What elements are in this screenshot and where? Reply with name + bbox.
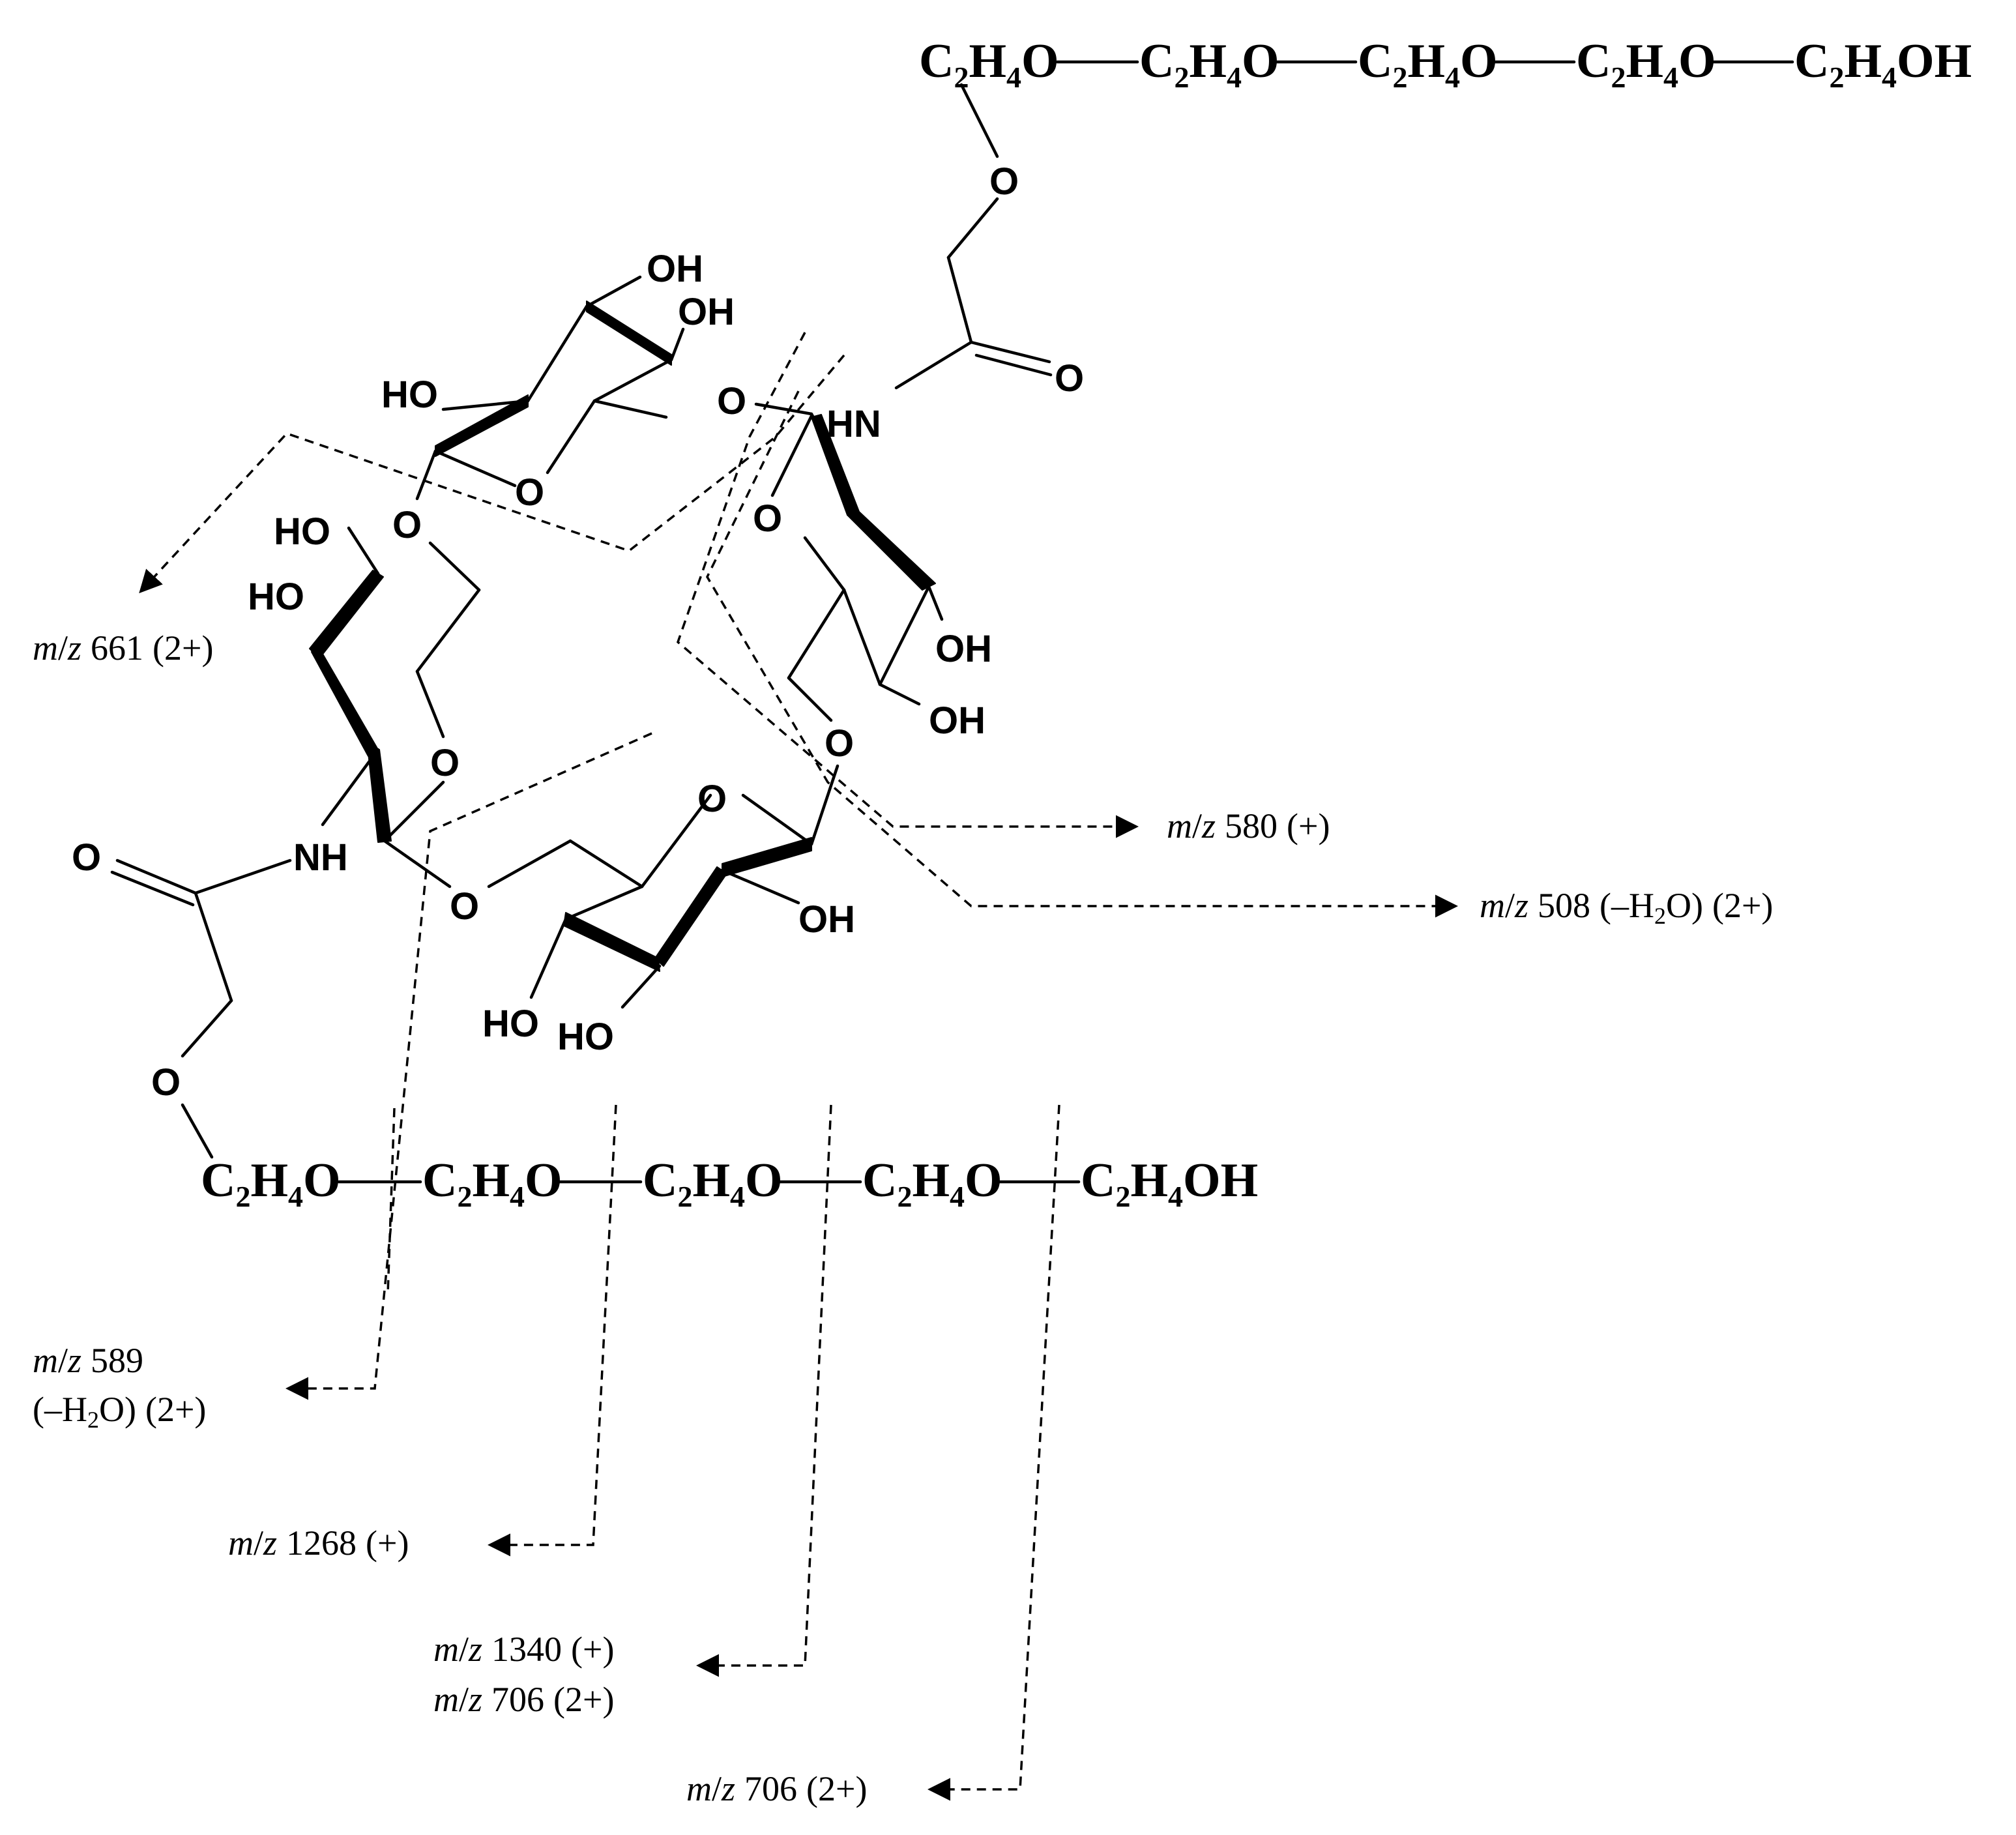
hydroxyl-label: HO bbox=[482, 1003, 539, 1045]
cleavage-paths bbox=[139, 332, 1458, 1801]
top-carbonyl-oxygen: O bbox=[1055, 357, 1084, 400]
cleavage-path-589 bbox=[285, 732, 652, 1400]
cleavage-path-1268 bbox=[488, 1104, 617, 1557]
top-linker-ether-oxygen: O bbox=[989, 160, 1019, 203]
hydroxyl-label: OH bbox=[647, 248, 703, 290]
cleavage-path-1340 bbox=[696, 1104, 832, 1677]
svg-text:(–H2O)(2+): (–H2O)(2+) bbox=[33, 1390, 206, 1433]
svg-text:C2H4O: C2H4O bbox=[919, 35, 1059, 94]
svg-text:C2H4OH: C2H4OH bbox=[1081, 1154, 1258, 1213]
glycosidic-oxygen: O bbox=[825, 722, 854, 765]
left-linker-ether-oxygen: O bbox=[151, 1061, 181, 1104]
svg-text:C2H4O: C2H4O bbox=[201, 1154, 341, 1213]
hydroxyl-label: HO bbox=[381, 374, 438, 416]
left-carbonyl-oxygen: O bbox=[72, 836, 101, 879]
hydroxyl-label: OH bbox=[935, 628, 992, 670]
amine-label: HN bbox=[826, 403, 881, 445]
ring-oxygen: O bbox=[515, 471, 544, 514]
amine-label: NH bbox=[293, 836, 348, 879]
top-peg-unit-4: C2H4O bbox=[1576, 35, 1716, 94]
cleavage-path-706 bbox=[928, 1104, 1060, 1801]
hydroxyl-label: HO bbox=[274, 510, 330, 553]
ring-oxygen: O bbox=[753, 497, 782, 540]
svg-text:C2H4O: C2H4O bbox=[862, 1154, 1002, 1213]
glucosamine-ring-top-right: HN OH OH O O bbox=[753, 403, 992, 765]
top-peg-terminal: C2H4OH bbox=[1794, 35, 1972, 94]
glucosamine-ring-left: HO HO O NH O O O bbox=[72, 510, 481, 1159]
top-peg-unit-3: C2H4O bbox=[1358, 35, 1498, 94]
bottom-peg-chain: C2H4O C2H4O C2H4O C2H4O C2H4OH bbox=[201, 1154, 1258, 1213]
glycosidic-oxygen: O bbox=[450, 885, 479, 928]
hydroxyl-label: OH bbox=[678, 291, 735, 333]
glucose-ring-bottom: O OH HO HO bbox=[482, 764, 855, 1058]
svg-text:C2H4O: C2H4O bbox=[1139, 35, 1279, 94]
bottom-peg-terminal: C2H4OH bbox=[1081, 1154, 1258, 1213]
bottom-peg-unit-3: C2H4O bbox=[643, 1154, 783, 1213]
bottom-peg-unit-1: C2H4O bbox=[201, 1154, 341, 1213]
cleavage-path-508 bbox=[706, 390, 1458, 918]
glucose-ring-top-left: OH OH HO O O O bbox=[381, 248, 813, 592]
top-peg-unit-1: C2H4O bbox=[919, 35, 1059, 94]
svg-text:C2H4OH: C2H4OH bbox=[1794, 35, 1972, 94]
cleavage-path-580 bbox=[676, 332, 1139, 838]
cleavage-path-661 bbox=[139, 354, 845, 594]
hydroxyl-label: HO bbox=[248, 576, 304, 618]
hydroxyl-label: OH bbox=[798, 898, 855, 941]
svg-text:C2H4O: C2H4O bbox=[422, 1154, 562, 1213]
svg-text:C2H4O: C2H4O bbox=[1358, 35, 1498, 94]
glycosidic-oxygen: O bbox=[717, 380, 746, 422]
bottom-peg-unit-2: C2H4O bbox=[422, 1154, 562, 1213]
hydroxyl-label: HO bbox=[557, 1016, 614, 1058]
top-linker: O O bbox=[894, 83, 1084, 400]
top-peg-chain: C2H4O C2H4O C2H4O C2H4O C2H4OH bbox=[919, 35, 1972, 94]
ring-oxygen: O bbox=[430, 742, 460, 784]
top-peg-unit-2: C2H4O bbox=[1139, 35, 1279, 94]
svg-text:C2H4O: C2H4O bbox=[1576, 35, 1716, 94]
svg-text:C2H4O: C2H4O bbox=[643, 1154, 783, 1213]
ring-oxygen: O bbox=[697, 778, 727, 820]
bottom-peg-unit-4: C2H4O bbox=[862, 1154, 1002, 1213]
hydroxyl-label: OH bbox=[929, 699, 986, 742]
glycosidic-oxygen: O bbox=[392, 504, 422, 546]
